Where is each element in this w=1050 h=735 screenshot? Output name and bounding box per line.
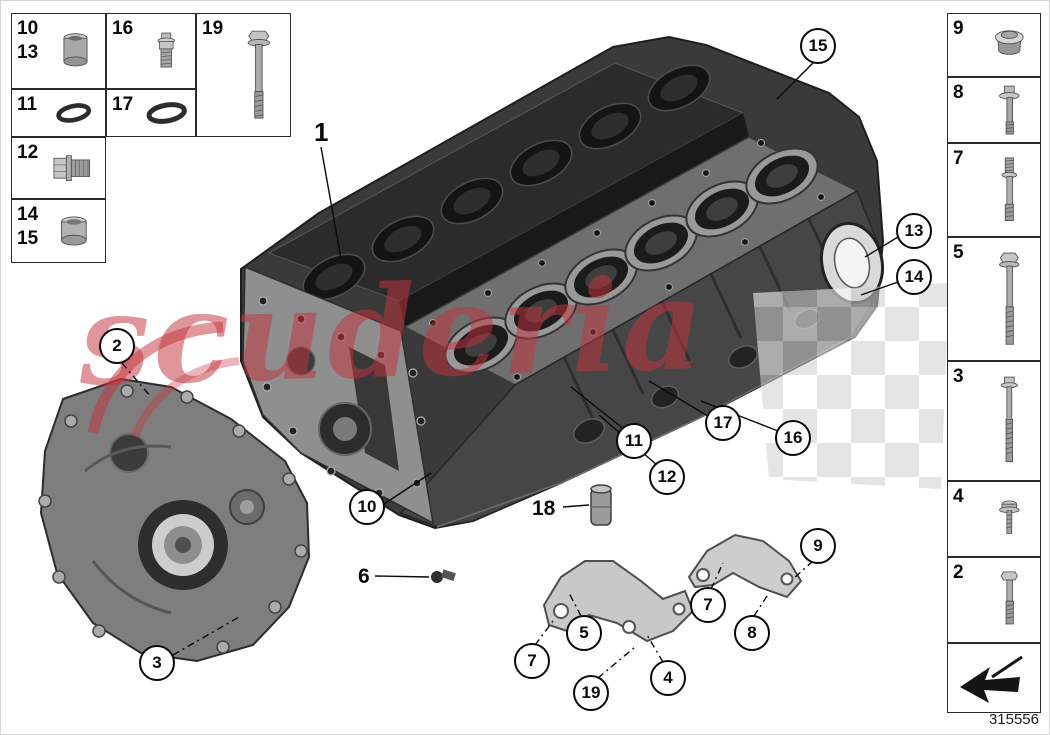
callout-7[interactable]: 7 <box>514 643 550 679</box>
part-numbers: 12 <box>17 142 39 163</box>
callout-17[interactable]: 17 <box>705 405 741 441</box>
cylinder-sleeve-icon <box>44 17 102 85</box>
callout-5[interactable]: 5 <box>566 615 602 651</box>
sealing-plug-icon <box>980 17 1037 73</box>
callout-8[interactable]: 8 <box>734 615 770 651</box>
part-numbers: 19 <box>202 18 224 39</box>
diagram-number: 315556 <box>988 711 1039 728</box>
callout-7[interactable]: 7 <box>690 587 726 623</box>
short-screw-icon <box>980 485 1037 553</box>
legend-cell-17[interactable]: 17 <box>106 89 196 137</box>
part-numbers: 17 <box>112 94 134 115</box>
legend-cell-2[interactable]: 2 <box>947 557 1041 643</box>
bushing-icon <box>44 203 102 259</box>
callout-10[interactable]: 10 <box>349 489 385 525</box>
part-numbers: 2 <box>953 562 964 583</box>
callout-3[interactable]: 3 <box>139 645 175 681</box>
long-hex-bolt-icon <box>980 241 1037 357</box>
label-6: 6 <box>358 565 370 588</box>
callout-11[interactable]: 11 <box>616 423 652 459</box>
legend-cell-12[interactable]: 12 <box>11 137 106 199</box>
legend-cell-4[interactable]: 4 <box>947 481 1041 557</box>
callout-12[interactable]: 12 <box>649 459 685 495</box>
threaded-fitting-icon <box>139 17 192 85</box>
bolt-washer-icon <box>980 81 1037 139</box>
part-numbers: 11 <box>17 94 38 115</box>
callout-9[interactable]: 9 <box>800 528 836 564</box>
label-18: 18 <box>532 497 556 520</box>
small-parts <box>431 484 612 583</box>
checkered-flag-watermark <box>753 283 949 489</box>
callout-14[interactable]: 14 <box>896 259 932 295</box>
callout-4[interactable]: 4 <box>650 660 686 696</box>
legend-cell-5[interactable]: 5 <box>947 237 1041 361</box>
part-numbers: 16 <box>112 18 134 39</box>
view-direction-arrow-icon <box>951 647 1037 709</box>
label-1: 1 <box>314 117 329 147</box>
callout-2[interactable]: 2 <box>99 328 135 364</box>
o-ring-small-icon <box>44 93 102 133</box>
callout-16[interactable]: 16 <box>775 420 811 456</box>
legend-cell-8[interactable]: 8 <box>947 77 1041 143</box>
legend-cell-9[interactable]: 9 <box>947 13 1041 77</box>
part-numbers: 5 <box>953 242 964 263</box>
red-swoosh <box>87 321 240 439</box>
legend-cell-view-arrow[interactable] <box>947 643 1041 713</box>
o-ring-large-icon <box>139 93 192 133</box>
legend-cell-16[interactable]: 16 <box>106 13 196 89</box>
screw-plug-icon <box>44 141 102 195</box>
stud-icon <box>980 147 1037 233</box>
callout-19[interactable]: 19 <box>573 675 609 711</box>
callout-13[interactable]: 13 <box>896 213 932 249</box>
hex-bolt-icon <box>980 561 1037 639</box>
callout-15[interactable]: 15 <box>800 28 836 64</box>
legend-cell-3[interactable]: 3 <box>947 361 1041 481</box>
part-numbers: 9 <box>953 18 964 39</box>
part-numbers: 4 <box>953 486 964 507</box>
part-numbers: 7 <box>953 148 964 169</box>
part-numbers: 8 <box>953 82 964 103</box>
legend-cell-19[interactable]: 19 <box>196 13 291 137</box>
legend-cell-11[interactable]: 11 <box>11 89 106 137</box>
long-bolt-icon <box>229 17 287 133</box>
threaded-bolt-icon <box>980 365 1037 477</box>
part-numbers: 3 <box>953 366 964 387</box>
timing-cover <box>38 377 311 664</box>
legend-cell-7[interactable]: 7 <box>947 143 1041 237</box>
